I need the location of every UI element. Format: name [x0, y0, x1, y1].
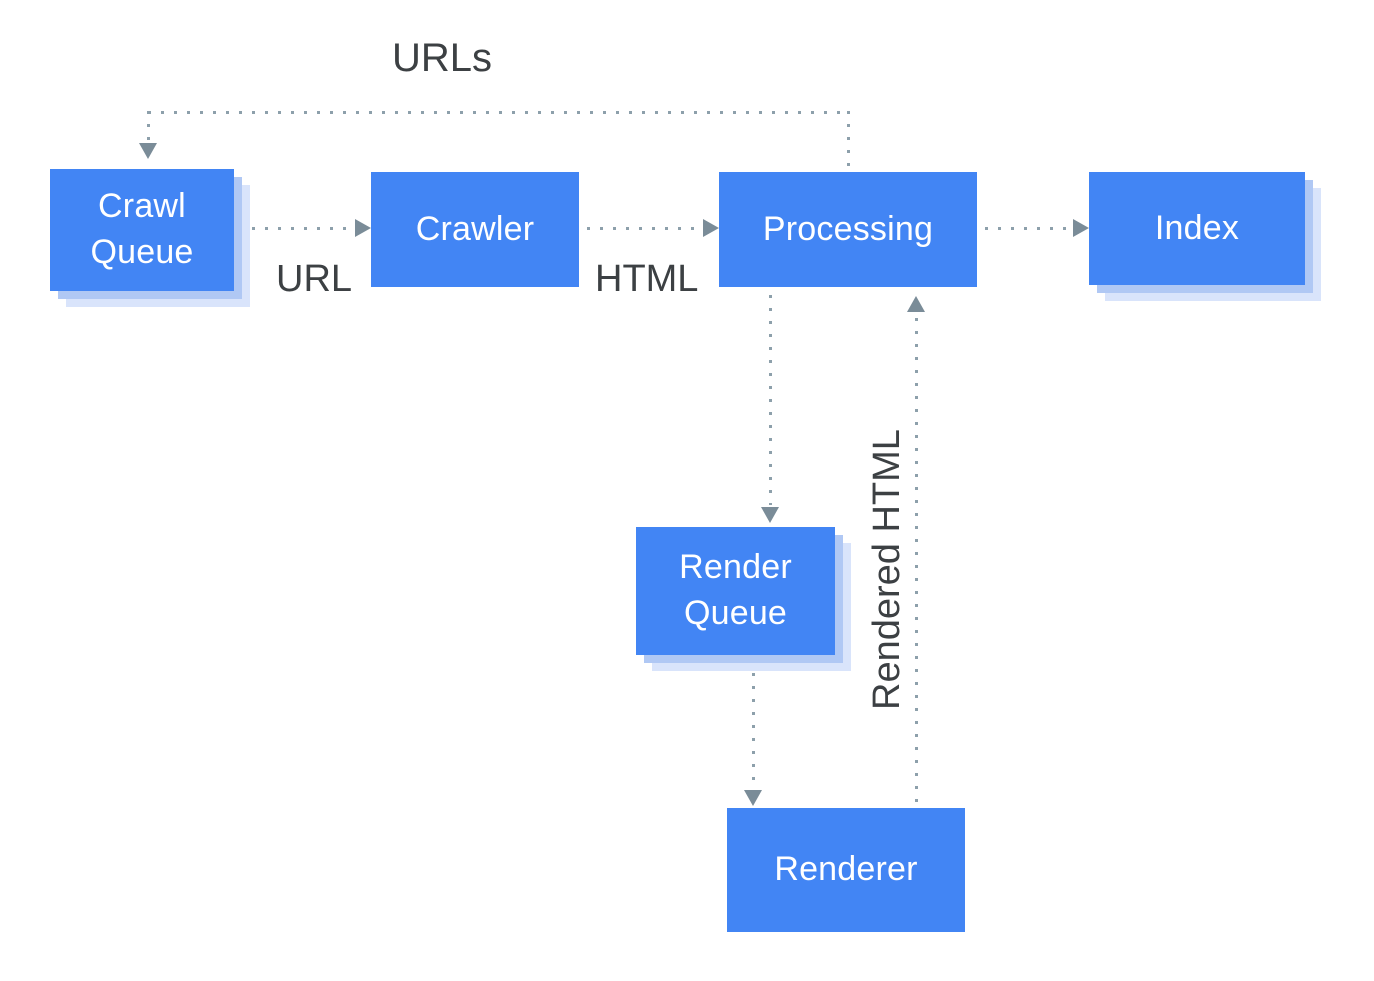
edge-label-url: URL: [276, 258, 353, 300]
edge-crawlqueue-to-crawler-line: [252, 227, 353, 230]
node-index: Index: [1089, 172, 1305, 285]
edge-renderqueue-to-renderer-line: [752, 673, 755, 788]
node-crawl-queue-label: Crawl Queue: [90, 187, 194, 271]
node-processing: Processing: [719, 172, 977, 287]
arrowhead-into-processing-bottom-icon: [907, 296, 925, 312]
arrowhead-into-renderer-icon: [744, 790, 762, 806]
edge-processing-to-crawlqueue-right-segment: [847, 111, 850, 172]
node-crawler-label: Crawler: [415, 209, 535, 248]
node-renderer: Renderer: [727, 808, 965, 932]
edge-label-urls: URLs: [392, 36, 493, 80]
node-index-label: Index: [1154, 208, 1240, 247]
edge-crawler-to-processing-line: [587, 227, 701, 230]
edge-renderer-to-processing-line: [915, 318, 918, 808]
node-render-queue: Render Queue: [636, 527, 835, 655]
arrowhead-into-crawler-icon: [355, 219, 371, 237]
edge-processing-to-crawlqueue-horizontal-line: [148, 111, 849, 114]
edge-processing-to-index-line: [985, 227, 1071, 230]
node-crawler: Crawler: [371, 172, 579, 287]
node-renderer-label: Renderer: [774, 850, 918, 889]
edge-label-html: HTML: [595, 258, 699, 300]
edge-processing-to-renderqueue-line: [769, 295, 772, 505]
node-render-queue-label: Render Queue: [679, 548, 792, 632]
arrowhead-into-render-queue-icon: [761, 507, 779, 523]
arrowhead-into-processing-icon: [703, 219, 719, 237]
arrowhead-into-index-icon: [1073, 219, 1089, 237]
node-processing-label: Processing: [762, 209, 934, 248]
arrowhead-into-crawl-queue-icon: [139, 143, 157, 159]
edge-label-rendered-html: Rendered HTML: [866, 429, 908, 711]
edge-processing-to-crawlqueue-left-segment: [147, 111, 150, 143]
node-crawl-queue: Crawl Queue: [50, 169, 234, 291]
